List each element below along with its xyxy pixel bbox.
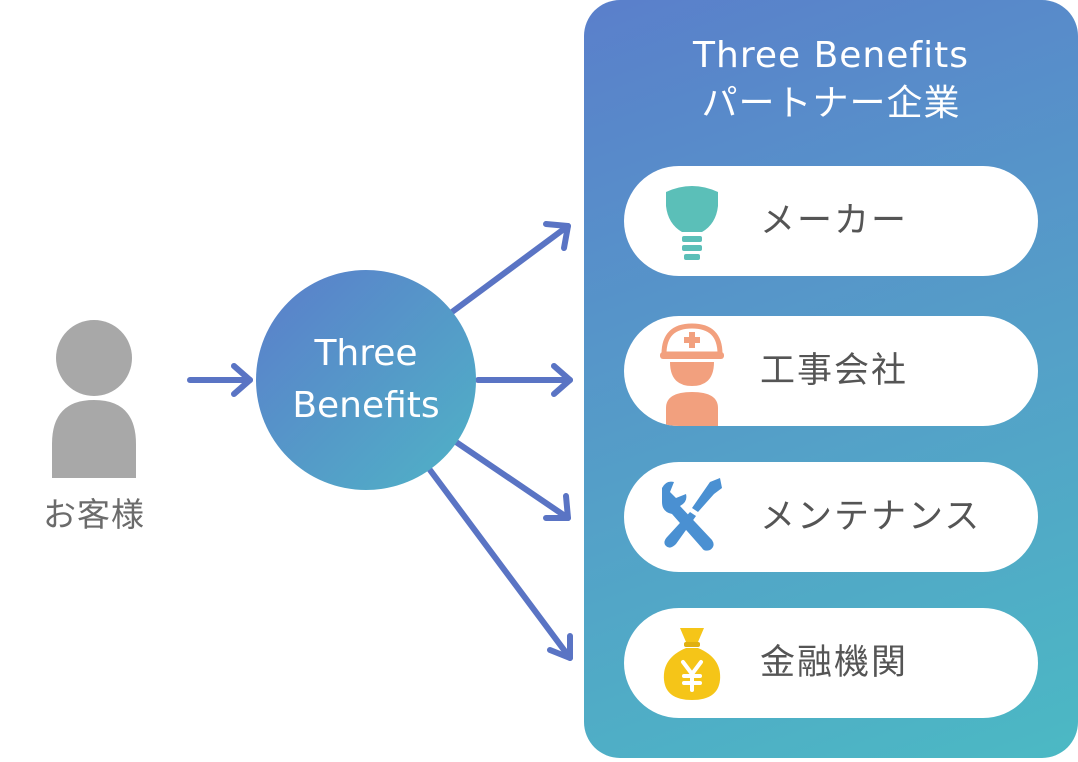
partner-label: 工事会社 [760, 351, 909, 391]
yen-money-bag-icon [663, 628, 721, 700]
partner-item-finance: 金融機関 [624, 608, 1038, 718]
hub-circle: Three Benefits [256, 270, 476, 490]
wrench-screwdriver-icon [662, 478, 722, 551]
arrow-customer-to-hub [187, 363, 253, 397]
arrow-to-finance [427, 467, 573, 661]
lightbulb-icon [666, 186, 718, 260]
arrow-to-maintenance [453, 439, 571, 521]
panel-title-line2: パートナー企業 [701, 83, 961, 124]
partner-label: メンテナンス [760, 497, 982, 537]
partner-label: 金融機関 [760, 643, 909, 683]
customer-label: お客様 [43, 495, 145, 534]
partner-item-maintenance: メンテナンス [624, 462, 1038, 572]
partner-item-construction: 工事会社 [624, 316, 1038, 426]
panel-title-line1: Three Benefits [693, 35, 969, 76]
partner-label: メーカー [760, 201, 909, 241]
partner-item-maker: メーカー [624, 166, 1038, 276]
person-icon [52, 320, 136, 478]
arrow-to-maker [449, 221, 571, 315]
hub-title-line2: Benefits [292, 385, 440, 426]
partner-panel: Three Benefits パートナー企業 メーカー 工事会社 [584, 0, 1078, 758]
hub-title-line1: Three [314, 333, 418, 374]
panel-title: Three Benefits パートナー企業 [584, 32, 1078, 128]
arrow-to-construction [475, 363, 573, 397]
construction-worker-icon [660, 323, 724, 426]
